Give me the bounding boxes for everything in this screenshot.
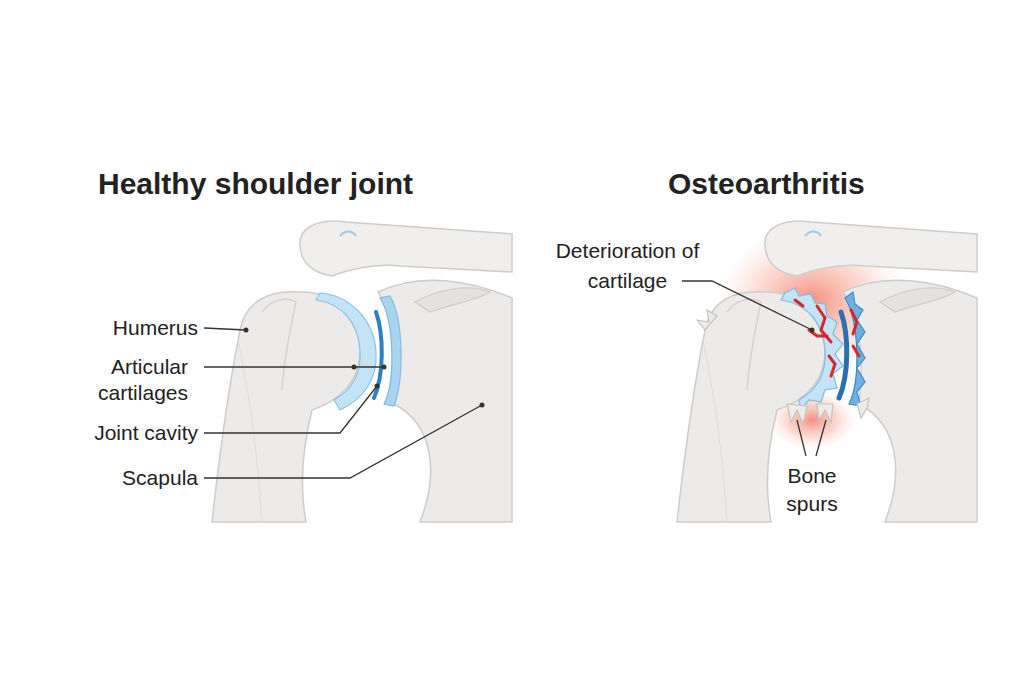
cartilage-damage	[795, 300, 859, 376]
part-label: Articular cartilages	[30, 354, 188, 406]
leader-dot	[352, 365, 357, 370]
humerus-bone	[677, 292, 825, 522]
label-slot: Joint cavity	[30, 420, 198, 446]
part-label: Scapula	[30, 465, 198, 491]
callout-label: Bone spurs	[772, 462, 852, 518]
leader-line	[816, 420, 826, 456]
leader-dots	[244, 328, 815, 408]
label-slot: Bone spurs	[772, 462, 852, 518]
label-slot: Deterioration of cartilage	[530, 236, 725, 296]
leader-line	[682, 281, 812, 330]
worn-cartilage	[781, 288, 843, 410]
panel-heading: Healthy shoulder joint	[98, 164, 498, 204]
joint-cavity	[839, 312, 847, 398]
label-slot: Healthy shoulder joint	[98, 164, 498, 204]
panel-heading: Osteoarthritis	[668, 164, 968, 204]
joint-cavity	[374, 312, 382, 398]
healthy-joint	[212, 221, 512, 522]
leader-line	[204, 328, 246, 330]
leader-dot	[810, 328, 815, 333]
callout-label: Deterioration of cartilage	[530, 236, 725, 296]
leader-dot	[375, 384, 380, 389]
leader-lines	[204, 281, 826, 478]
leader-dot	[244, 328, 249, 333]
label-slot: Humerus	[30, 315, 198, 341]
leader-line	[204, 386, 377, 433]
label-slot: Articular cartilages	[30, 354, 188, 406]
part-label: Humerus	[30, 315, 198, 341]
leader-line	[204, 405, 482, 478]
part-label: Joint cavity	[30, 420, 198, 446]
humeral-cartilage	[316, 293, 376, 410]
leader-line	[204, 366, 384, 367]
bone-spur	[697, 310, 869, 424]
leader-dot	[382, 365, 387, 370]
label-slot: Scapula	[30, 465, 198, 491]
leader-line	[797, 420, 806, 456]
arthritic-joint	[677, 221, 977, 522]
label-slot: Osteoarthritis	[668, 164, 968, 204]
leader-dot	[480, 403, 485, 408]
